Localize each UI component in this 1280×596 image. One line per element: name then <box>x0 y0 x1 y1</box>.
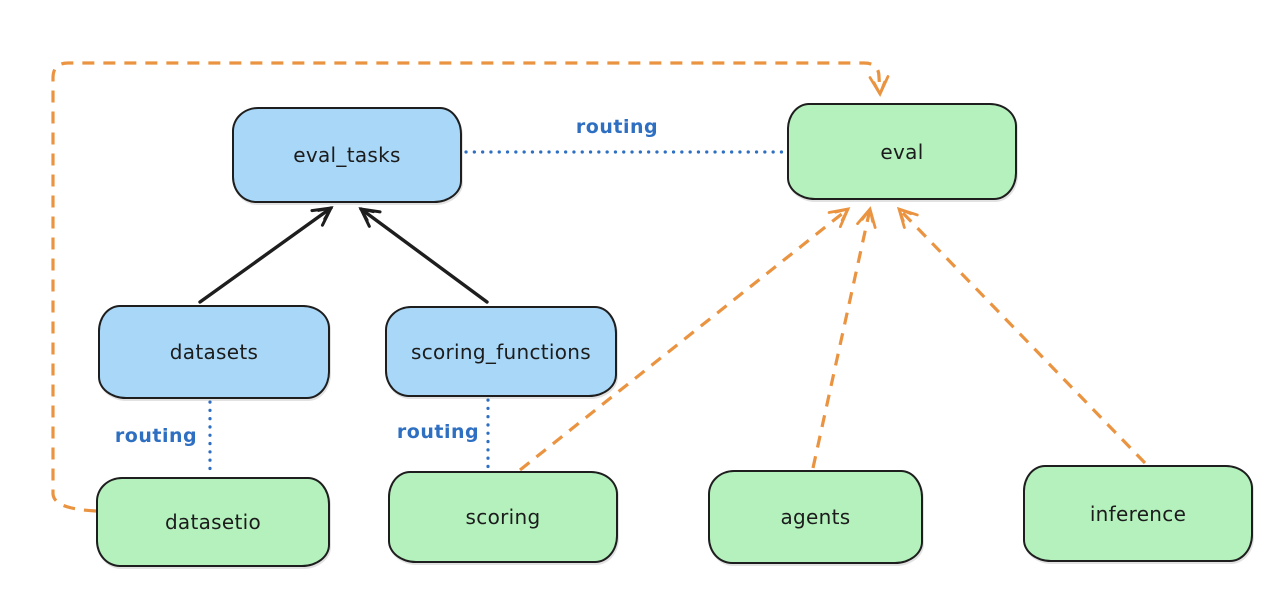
node-scoring: scoring <box>388 471 618 563</box>
node-eval-tasks: eval_tasks <box>232 107 462 203</box>
node-inference-label: inference <box>1089 501 1187 526</box>
node-agents: agents <box>708 470 923 564</box>
edge-label-routing-datasets-datasetio: routing <box>114 425 198 447</box>
node-eval-label: eval <box>880 139 924 164</box>
node-datasets: datasets <box>98 305 330 399</box>
node-inference: inference <box>1023 465 1253 562</box>
node-eval-tasks-label: eval_tasks <box>293 143 401 167</box>
node-eval: eval <box>787 103 1017 200</box>
node-scoring-functions: scoring_functions <box>385 306 617 397</box>
edge-inference-to-eval-dashed-arrow <box>896 206 1147 465</box>
edge-agents-to-eval-dashed-arrow <box>811 206 877 469</box>
edge-scoring-to-eval-dashed-arrow <box>519 207 851 472</box>
edge-label-routing-scoring-functions-scoring: routing <box>396 421 480 443</box>
edge-datasets-to-eval-tasks-arrow <box>198 206 334 304</box>
node-datasetio: datasetio <box>96 477 330 567</box>
node-datasetio-label: datasetio <box>164 510 262 534</box>
edge-scoring-functions-to-eval-tasks-arrow <box>358 207 489 304</box>
node-scoring-functions-label: scoring_functions <box>410 339 592 364</box>
node-datasets-label: datasets <box>169 340 259 364</box>
node-scoring-label: scoring <box>465 505 541 529</box>
node-agents-label: agents <box>780 505 851 529</box>
edge-label-routing-eval-tasks-eval: routing <box>575 116 659 138</box>
